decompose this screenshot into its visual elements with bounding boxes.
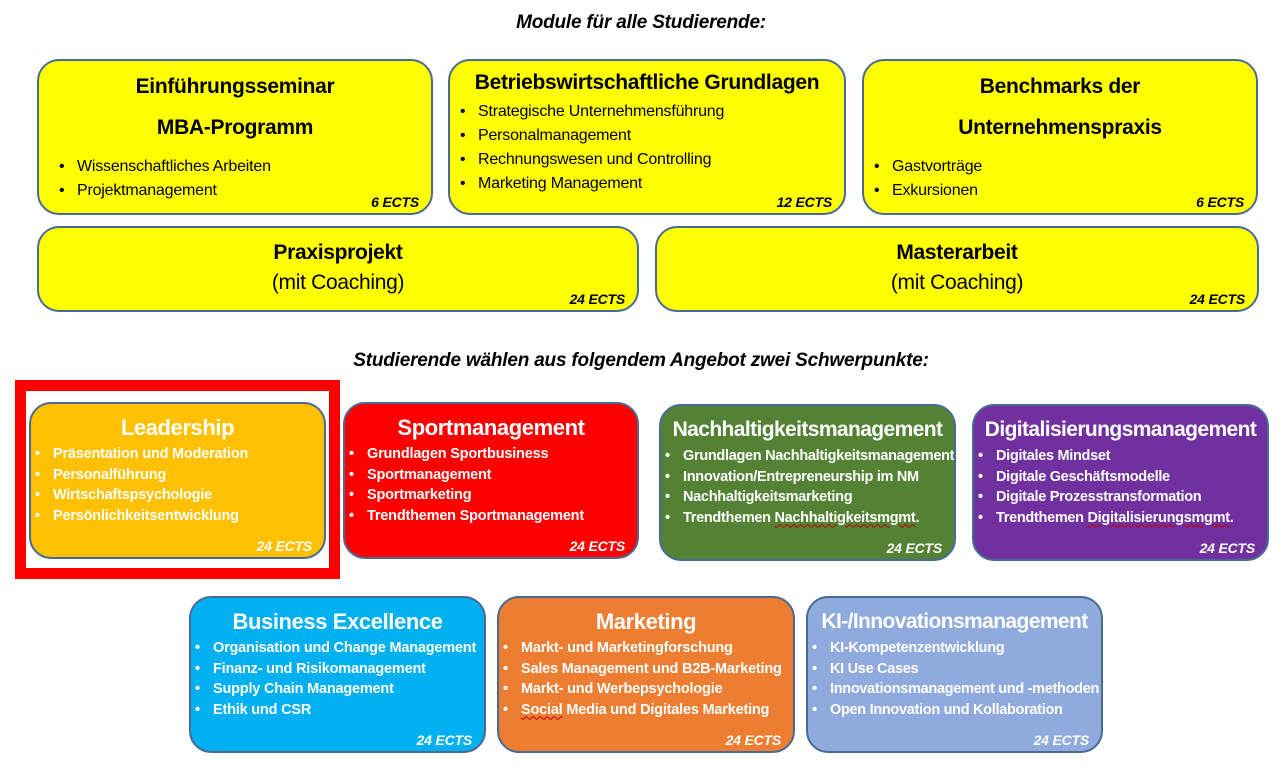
- elective-topic: Trendthemen Nachhaltigkeitsmgmt.: [661, 508, 954, 529]
- module-topic-list: Gastvorträge Exkursionen: [866, 155, 1256, 203]
- elective-leadership: Leadership Präsentation und Moderation P…: [29, 402, 326, 559]
- elective-topic: Grundlagen Nachhaltigkeitsmanagement: [661, 446, 954, 467]
- module-subtitle: (mit Coaching): [890, 271, 1024, 294]
- module-title: Unternehmenspraxis: [958, 116, 1162, 139]
- module-topic: Projektmanagement: [51, 179, 431, 203]
- module-master-thesis: Masterarbeit (mit Coaching) 24 ECTS: [655, 226, 1259, 312]
- highlight-frame: [15, 380, 340, 579]
- module-business-fundamentals: Betriebswirtschaftliche Grundlagen Strat…: [448, 59, 846, 215]
- spellcheck-flagged-word: Nachhaltigkeitsmgmt: [774, 509, 916, 526]
- elective-title: Sportmanagement: [397, 415, 585, 440]
- ects-label: 24 ECTS: [569, 538, 626, 554]
- elective-topic: Ethik und CSR: [191, 700, 484, 721]
- elective-title: KI-/Innovationsmanagement: [821, 610, 1088, 633]
- elective-marketing: Marketing Markt- und Marketingforschung …: [497, 596, 795, 753]
- elective-topic: Innovationsmanagement und -methoden: [808, 679, 1101, 700]
- elective-topic: Trendthemen Digitalisierungsmgmt.: [974, 508, 1267, 529]
- ects-label: 12 ECTS: [776, 194, 833, 210]
- module-topic: Rechnungswesen und Controlling: [452, 148, 844, 172]
- module-topic: Gastvorträge: [866, 155, 1256, 179]
- module-topic-list: Strategische Unternehmensführung Persona…: [452, 100, 844, 196]
- module-intro-seminar: Einführungsseminar MBA-Programm Wissensc…: [37, 59, 433, 215]
- elective-topic: Finanz- und Risikomanagement: [191, 659, 484, 680]
- module-title: Betriebswirtschaftliche Grundlagen: [474, 71, 820, 94]
- module-title: Einführungsseminar: [135, 75, 335, 98]
- ects-label: 6 ECTS: [1196, 194, 1244, 210]
- elective-title: Leadership: [120, 415, 235, 440]
- elective-topic-list: KI-Kompetenzentwicklung KI Use Cases Inn…: [808, 638, 1101, 721]
- elective-topic: Nachhaltigkeitsmarketing: [661, 487, 954, 508]
- topic-text: Trendthemen: [996, 509, 1088, 526]
- elective-topic: Personalführung: [31, 465, 324, 486]
- module-subtitle: (mit Coaching): [271, 271, 405, 294]
- module-benchmarks: Benchmarks der Unternehmenspraxis Gastvo…: [862, 59, 1258, 215]
- topic-text: .: [1229, 509, 1234, 526]
- elective-topic: Digitale Prozesstransformation: [974, 487, 1267, 508]
- elective-business-excellence: Business Excellence Organisation und Cha…: [189, 596, 486, 753]
- module-title: Praxisprojekt: [273, 241, 403, 264]
- ects-label: 24 ECTS: [416, 732, 473, 748]
- elective-topic: Sales Management und B2B-Marketing: [499, 659, 793, 680]
- elective-sustainability-management: Nachhaltigkeitsmanagement Grundlagen Nac…: [659, 404, 956, 561]
- elective-title: Marketing: [595, 609, 697, 634]
- elective-topic: Digitales Mindset: [974, 446, 1267, 467]
- elective-sport-management: Sportmanagement Grundlagen Sportbusiness…: [343, 402, 639, 559]
- elective-topic: Sportmarketing: [345, 485, 637, 506]
- elective-topic: Markt- und Marketingforschung: [499, 638, 793, 659]
- elective-topic: Innovation/Entrepreneurship im NM: [661, 467, 954, 488]
- elective-topic-list: Grundlagen Sportbusiness Sportmanagement…: [345, 444, 637, 527]
- module-title: Benchmarks der: [979, 75, 1141, 98]
- module-topic: Wissenschaftliches Arbeiten: [51, 155, 431, 179]
- topic-text: Trendthemen: [683, 509, 775, 526]
- ects-label: 24 ECTS: [1033, 732, 1090, 748]
- elective-topic: Supply Chain Management: [191, 679, 484, 700]
- module-topic: Strategische Unternehmensführung: [452, 100, 844, 124]
- elective-title: Business Excellence: [232, 609, 443, 634]
- ects-label: 6 ECTS: [371, 194, 419, 210]
- topic-text: .: [915, 509, 920, 526]
- ects-label: 24 ECTS: [886, 540, 943, 556]
- elective-digitalization-management: Digitalisierungsmanagement Digitales Min…: [972, 404, 1269, 561]
- module-practice-project: Praxisprojekt (mit Coaching) 24 ECTS: [37, 226, 639, 312]
- module-title: MBA-Programm: [156, 116, 314, 139]
- elective-topic-list: Präsentation und Moderation Personalführ…: [31, 444, 324, 527]
- module-topic: Exkursionen: [866, 179, 1256, 203]
- elective-topic: Social Media und Digitales Marketing: [499, 700, 793, 721]
- module-topic: Marketing Management: [452, 172, 844, 196]
- elective-topic: Grundlagen Sportbusiness: [345, 444, 637, 465]
- topic-text: Media und Digitales Marketing: [562, 701, 770, 718]
- elective-topic-list: Grundlagen Nachhaltigkeitsmanagement Inn…: [661, 446, 954, 529]
- elective-ai-innovation-management: KI-/Innovationsmanagement KI-Kompetenzen…: [806, 596, 1103, 753]
- ects-label: 24 ECTS: [256, 538, 313, 554]
- elective-topic: KI Use Cases: [808, 659, 1101, 680]
- electives-heading: Studierende wählen aus folgendem Angebot…: [353, 350, 929, 371]
- spellcheck-flagged-word: Digitalisierungsmgmt: [1087, 509, 1230, 526]
- ects-label: 24 ECTS: [569, 291, 626, 307]
- elective-topic-list: Organisation und Change Management Finan…: [191, 638, 484, 721]
- ects-label: 24 ECTS: [1189, 291, 1246, 307]
- elective-topic: Trendthemen Sportmanagement: [345, 506, 637, 527]
- elective-topic: Sportmanagement: [345, 465, 637, 486]
- ects-label: 24 ECTS: [1199, 540, 1256, 556]
- ects-label: 24 ECTS: [725, 732, 782, 748]
- elective-topic: Wirtschaftspsychologie: [31, 485, 324, 506]
- elective-title: Nachhaltigkeitsmanagement: [672, 418, 943, 441]
- elective-topic: KI-Kompetenzentwicklung: [808, 638, 1101, 659]
- elective-topic: Markt- und Werbepsychologie: [499, 679, 793, 700]
- elective-topic-list: Markt- und Marketingforschung Sales Mana…: [499, 638, 793, 721]
- elective-topic-list: Digitales Mindset Digitale Geschäftsmode…: [974, 446, 1267, 529]
- elective-topic: Persönlichkeitsentwicklung: [31, 506, 324, 527]
- core-modules-heading: Module für alle Studierende:: [516, 12, 766, 33]
- module-title: Masterarbeit: [896, 241, 1018, 264]
- module-topic-list: Wissenschaftliches Arbeiten Projektmanag…: [51, 155, 431, 203]
- module-topic: Personalmanagement: [452, 124, 844, 148]
- elective-topic: Open Innovation und Kollaboration: [808, 700, 1101, 721]
- elective-topic: Organisation und Change Management: [191, 638, 484, 659]
- elective-topic: Präsentation und Moderation: [31, 444, 324, 465]
- elective-title: Digitalisierungsmanagement: [984, 418, 1257, 441]
- elective-topic: Digitale Geschäftsmodelle: [974, 467, 1267, 488]
- spellcheck-flagged-word: Social: [521, 701, 563, 718]
